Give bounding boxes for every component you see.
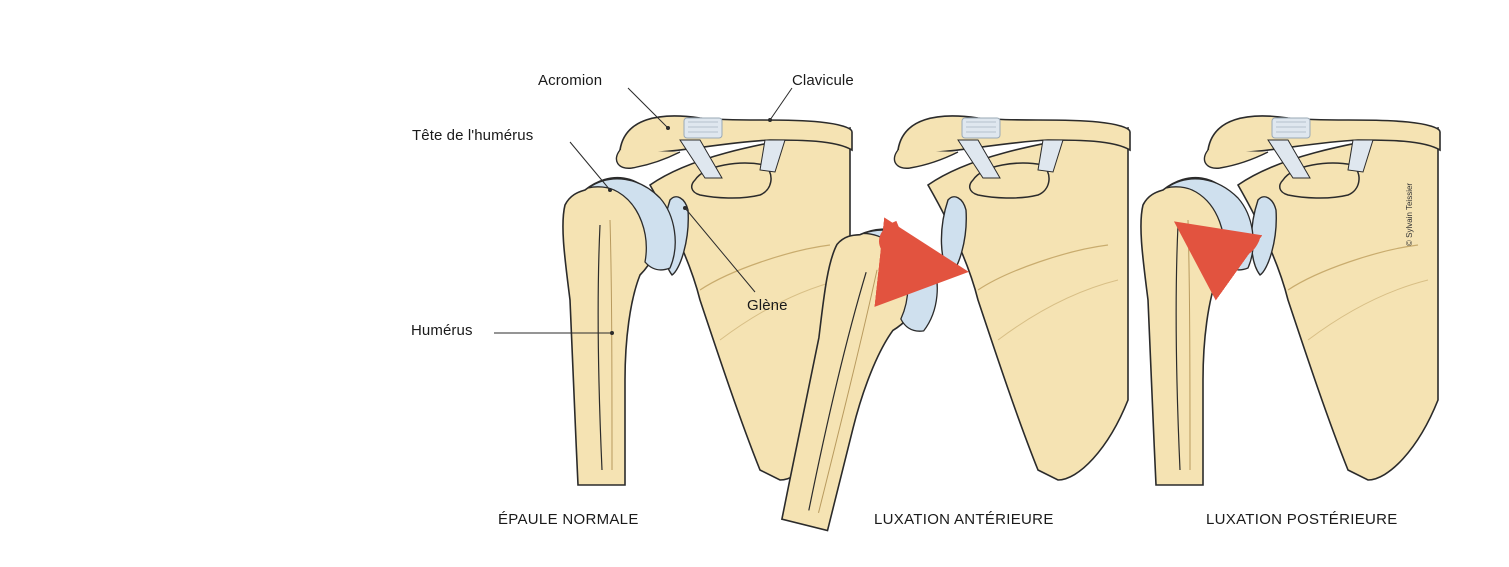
label-acromion: Acromion	[538, 72, 603, 89]
label-tete-humerus: Tête de l'humérus	[412, 127, 534, 144]
glene-leader	[684, 207, 756, 293]
clavicule-leader	[769, 87, 793, 121]
label-clavicule: Clavicule	[792, 72, 854, 89]
caption-anterior: LUXATION ANTÉRIEURE	[874, 511, 1054, 528]
rotation-arrow	[874, 217, 969, 307]
panel-anterior	[766, 115, 1131, 540]
copyright: © Sylvain Teissier	[1405, 182, 1414, 246]
caption-normal: ÉPAULE NORMALE	[498, 511, 639, 528]
acromion-leader	[627, 87, 669, 129]
label-glene: Glène	[747, 297, 788, 314]
caption-posterior: LUXATION POSTÉRIEURE	[1206, 511, 1398, 528]
rotation-arrow	[1173, 221, 1263, 301]
label-humerus: Humérus	[411, 322, 473, 339]
tete-leader	[569, 141, 611, 191]
panel-posterior	[1140, 115, 1441, 486]
panel-normal	[494, 87, 853, 486]
humeral-head-cartilage	[587, 178, 676, 271]
